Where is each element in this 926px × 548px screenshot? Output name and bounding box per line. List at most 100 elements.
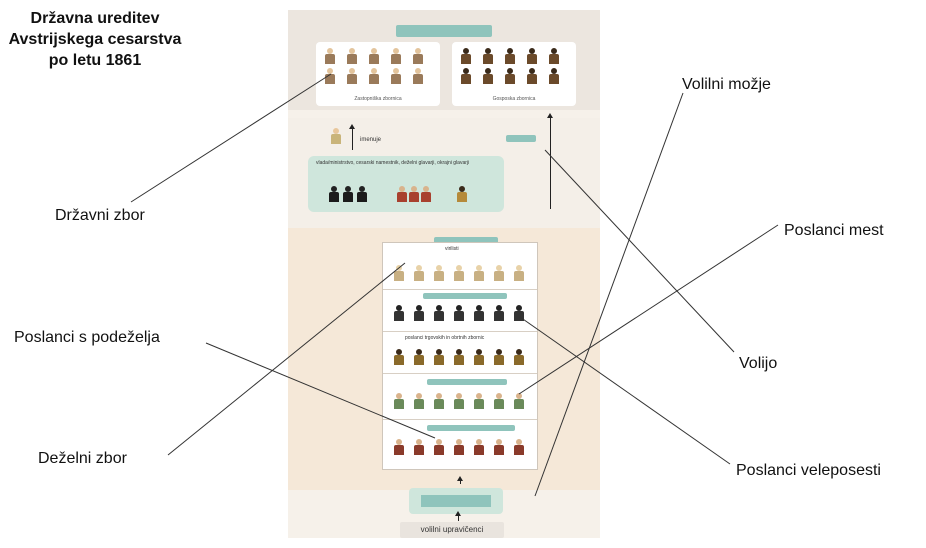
person-figure: [526, 48, 538, 64]
label-dezelni-zbor: Deželni zbor: [38, 450, 127, 467]
row-caption: poslanci trgovskih in obrtnih zbornic: [405, 335, 485, 341]
row-bar: [423, 293, 507, 299]
person-figure: [473, 439, 485, 455]
pointer-line-volilni-mozje: [534, 92, 684, 497]
row-bar: [427, 425, 515, 431]
house-of-lords-card: Gosposka zbornica: [452, 42, 576, 106]
person-figure: [453, 439, 465, 455]
electors-box: [409, 488, 503, 514]
row-separator: [383, 331, 537, 332]
person-figure: [413, 305, 425, 321]
person-figure: [548, 48, 560, 64]
label-volijo: Volijo: [739, 355, 778, 372]
diagram-image: Zastopniška zbornica Gosposka zbornica i…: [288, 10, 600, 538]
person-figure: [504, 48, 516, 64]
person-figure: [346, 48, 358, 64]
person-figure: [493, 305, 505, 321]
person-figure: [493, 393, 505, 409]
person-figure: [482, 68, 494, 84]
person-figure: [453, 305, 465, 321]
person-figure: [393, 393, 405, 409]
person-figure: [456, 186, 468, 202]
person-figure: [433, 439, 445, 455]
label-poslanci-s-podezelja: Poslanci s podeželja: [14, 329, 160, 346]
list-header: virilisti: [445, 246, 459, 252]
person-figure: [473, 349, 485, 365]
person-figure: [453, 349, 465, 365]
government-bar: [506, 135, 536, 142]
person-figure: [390, 68, 402, 84]
person-figure: [513, 393, 525, 409]
appoints-arrow: [349, 124, 355, 150]
person-figure: [408, 186, 420, 202]
person-figure: [433, 349, 445, 365]
person-figure: [393, 349, 405, 365]
pointer-line-dezelni-zbor: [167, 262, 406, 456]
person-figure: [473, 393, 485, 409]
government-text: vlada/ministrstvo, cesarski namestnik, d…: [316, 160, 470, 166]
parliament-bar: [396, 25, 492, 37]
government-box: vlada/ministrstvo, cesarski namestnik, d…: [308, 156, 504, 212]
person-figure: [396, 186, 408, 202]
person-figure: [548, 68, 560, 84]
person-figure: [368, 48, 380, 64]
small-arrow: [455, 511, 461, 521]
person-figure: [504, 68, 516, 84]
person-figure: [413, 439, 425, 455]
person-figure: [324, 48, 336, 64]
person-figure: [473, 265, 485, 281]
house-of-deputies-caption: Zastopniška zbornica: [354, 96, 402, 102]
person-figure: [413, 393, 425, 409]
person-figure: [453, 265, 465, 281]
label-drzavni-zbor: Državni zbor: [55, 207, 145, 224]
person-figure: [420, 186, 432, 202]
person-figure: [433, 393, 445, 409]
voters-box: volilni upravičenci: [400, 522, 504, 538]
person-figure: [460, 48, 472, 64]
person-figure: [393, 305, 405, 321]
emperor-figure: [330, 128, 342, 144]
person-figure: [473, 305, 485, 321]
provincial-bar: [434, 237, 498, 245]
row-bar: [427, 379, 507, 385]
person-figure: [413, 265, 425, 281]
person-figure: [368, 68, 380, 84]
person-figure: [356, 186, 368, 202]
person-figure: [342, 186, 354, 202]
person-figure: [493, 265, 505, 281]
person-figure: [433, 265, 445, 281]
pointer-line-drzavni-zbor: [130, 73, 332, 203]
row-separator: [383, 289, 537, 290]
person-figure: [460, 68, 472, 84]
row-separator: [383, 419, 537, 420]
person-figure: [513, 439, 525, 455]
electors-bar: [421, 495, 491, 507]
person-figure: [412, 68, 424, 84]
person-figure: [393, 439, 405, 455]
label-poslanci-veleposesti: Poslanci veleposesti: [736, 462, 881, 479]
person-figure: [413, 349, 425, 365]
person-figure: [513, 265, 525, 281]
pointer-line-poslanci-s-podezelja: [205, 342, 436, 439]
provincial-list: virilisti poslanci trgovskih in obrtnih …: [382, 242, 538, 470]
person-figure: [328, 186, 340, 202]
person-figure: [346, 68, 358, 84]
person-figure: [390, 48, 402, 64]
person-figure: [493, 439, 505, 455]
label-poslanci-mest: Poslanci mest: [784, 222, 884, 239]
person-figure: [493, 349, 505, 365]
person-figure: [526, 68, 538, 84]
diagram-title: Državna ureditev Avstrijskega cesarstva …: [8, 10, 182, 69]
person-figure: [412, 48, 424, 64]
house-of-deputies-card: Zastopniška zbornica: [316, 42, 440, 106]
pointer-line-volijo: [544, 149, 735, 353]
pointer-line-poslanci-mest: [518, 224, 779, 395]
pointer-line-poslanci-veleposesti: [519, 316, 731, 465]
elects-arrow-upper: [547, 113, 553, 209]
person-figure: [513, 349, 525, 365]
row-separator: [383, 373, 537, 374]
person-figure: [324, 68, 336, 84]
person-figure: [453, 393, 465, 409]
appoints-text: imenuje: [360, 137, 382, 143]
